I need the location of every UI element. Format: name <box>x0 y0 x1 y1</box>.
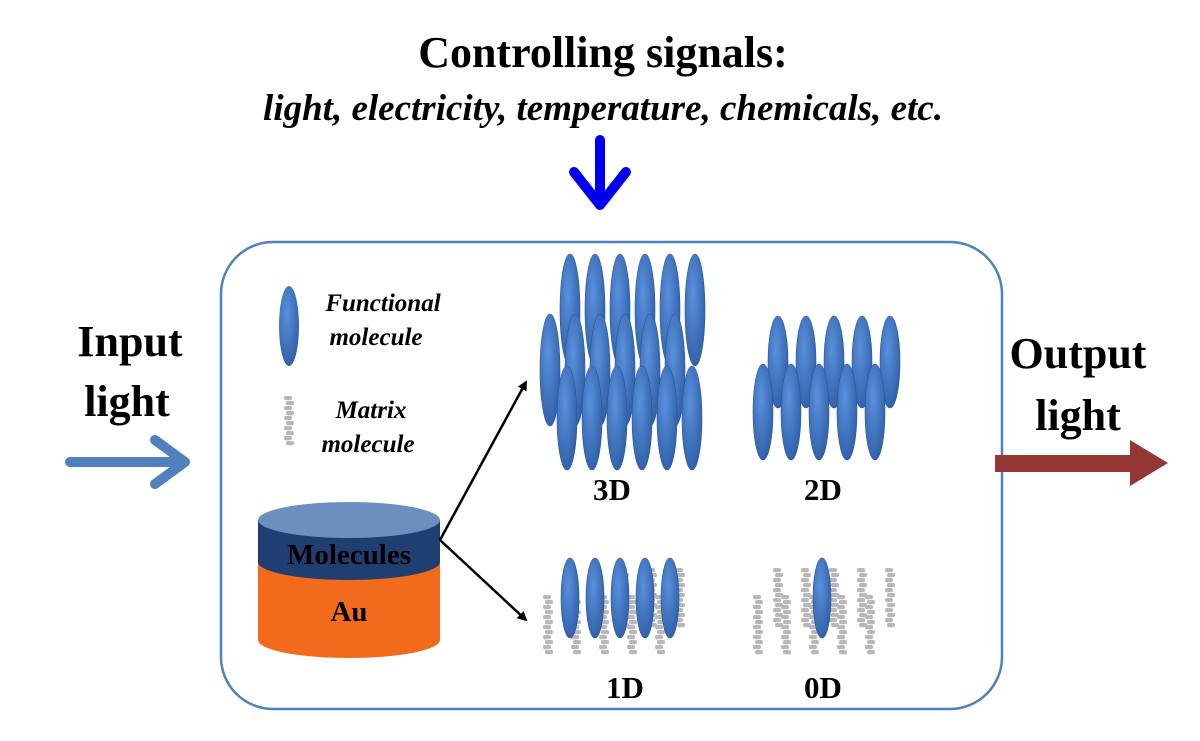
device-frame <box>219 240 1004 711</box>
functional-molecule <box>808 363 830 461</box>
functional-molecule <box>780 363 802 461</box>
arrow-to-1d <box>439 539 528 622</box>
legend-functional-molecule-icon <box>279 286 299 366</box>
assembly-3d <box>539 253 706 471</box>
matrix-molecule <box>857 568 867 628</box>
substrate-cylinder <box>258 502 440 658</box>
functional-molecule <box>656 365 678 471</box>
label-2d: 2D <box>804 472 842 507</box>
functional-molecule <box>556 365 578 471</box>
legend-matrix-molecule-icon <box>284 396 294 446</box>
output-label-line1: Output <box>1010 329 1147 378</box>
functional-molecule <box>684 253 706 367</box>
legend-matrix-line2: molecule <box>321 431 414 458</box>
matrix-molecule <box>284 396 294 446</box>
functional-molecule <box>585 557 605 639</box>
substrate-base-label: Au <box>330 596 367 628</box>
functional-molecule <box>560 557 580 639</box>
matrix-molecule <box>885 568 895 628</box>
functional-molecule <box>864 363 886 461</box>
functional-molecule <box>539 313 561 427</box>
functional-molecule <box>631 365 653 471</box>
matrix-molecule <box>837 595 847 655</box>
functional-molecule <box>752 363 774 461</box>
substrate-top-label: Molecules <box>287 539 411 571</box>
functional-molecule <box>606 365 628 471</box>
header-subtitle: light, electricity, temperature, chemica… <box>263 88 943 129</box>
functional-molecule <box>660 557 680 639</box>
assembly-0d <box>753 557 895 655</box>
matrix-molecule <box>781 595 791 655</box>
label-1d: 1D <box>606 670 644 705</box>
matrix-molecule <box>543 595 553 655</box>
input-label-line1: Input <box>77 317 183 366</box>
signal-arrow-down-icon <box>569 135 631 210</box>
functional-molecule <box>610 557 630 639</box>
label-0d: 0D <box>804 670 842 705</box>
matrix-molecule <box>655 595 665 655</box>
assembly-1d <box>543 557 685 655</box>
assembly-2d <box>752 315 901 461</box>
legend-functional-line2: molecule <box>329 324 422 351</box>
legend-functional-line1: Functional <box>324 290 440 317</box>
output-arrow-right-icon <box>995 440 1168 486</box>
legend-matrix-line1: Matrix <box>335 397 407 424</box>
functional-molecule <box>581 365 603 471</box>
matrix-molecule <box>773 568 783 628</box>
functional-molecule <box>836 363 858 461</box>
arrow-to-3d <box>438 380 528 541</box>
functional-molecule <box>635 557 655 639</box>
functional-molecule <box>879 315 901 409</box>
input-label-line2: light <box>84 377 170 426</box>
input-arrow-right-icon <box>65 435 190 489</box>
matrix-molecule <box>865 595 875 655</box>
header-title: Controlling signals: <box>418 28 788 77</box>
label-3d: 3D <box>593 472 631 507</box>
functional-molecule-isolated <box>812 557 832 639</box>
matrix-molecule <box>801 568 811 628</box>
functional-molecule <box>681 365 703 471</box>
matrix-molecule <box>753 595 763 655</box>
output-label-line2: light <box>1035 391 1121 440</box>
